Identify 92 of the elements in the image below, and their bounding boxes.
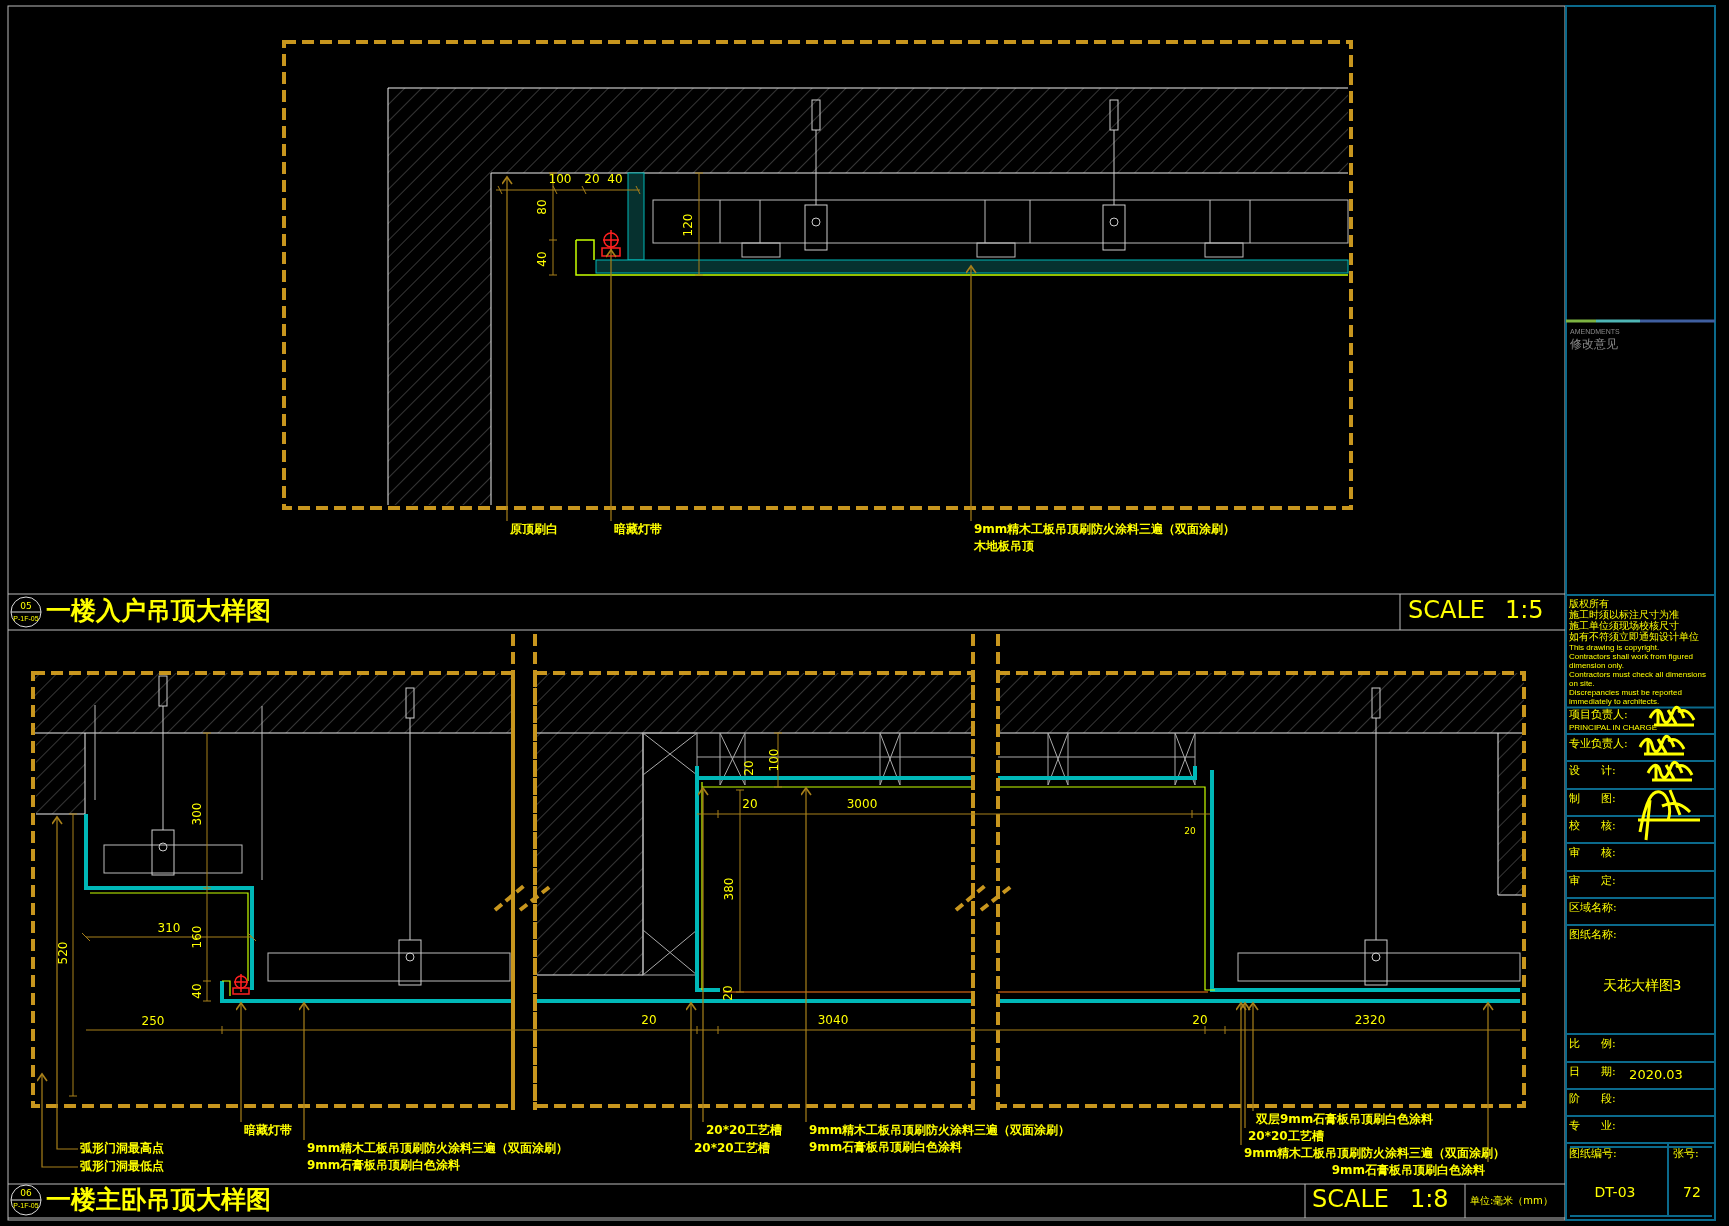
callout-text: 9mm精木工板吊顶刷防火涂料三遍（双面涂刷）: [1244, 1145, 1506, 1162]
drawing-title: 一楼入户吊顶大样图: [46, 597, 271, 626]
callout-text: 20*20工艺槽: [1248, 1128, 1324, 1145]
leader-line: [36, 1073, 79, 1168]
callout-text: 原顶刷白: [510, 521, 558, 538]
dimension-text: 20: [584, 173, 600, 187]
note-text: 版权所有: [1569, 598, 1609, 609]
scale-text: SCALE: [1408, 597, 1485, 625]
leader-line: [697, 787, 709, 1123]
dimension-text: 20: [1192, 1014, 1208, 1028]
field-label: 专 业:: [1569, 1120, 1616, 1133]
dimension-text: 20: [742, 798, 758, 812]
callout-text: 9mm精木工板吊顶刷防火涂料三遍（双面涂刷）: [307, 1140, 569, 1157]
callout-text: 弧形门洞最高点: [80, 1140, 164, 1157]
field-label: 日 期:: [1569, 1066, 1616, 1079]
leader-line: [501, 176, 513, 522]
section-heading: 修改意见: [1570, 338, 1618, 352]
leader-line: [51, 816, 79, 1150]
field-label: 专业负责人:: [1569, 738, 1628, 751]
dimension-text: 20: [641, 1014, 657, 1028]
dimension-text: 20: [1184, 825, 1196, 837]
dimension-text: 100: [768, 748, 782, 772]
drawing-number: DT-03: [1594, 1183, 1636, 1201]
dimension-text: 2320: [1354, 1014, 1386, 1028]
callout-text: 双层9mm石膏板吊顶刷白色涂料: [1256, 1111, 1434, 1128]
note-text: Discrepancies must be reported immediately to architects.: [1569, 688, 1683, 706]
dimension-text: 40: [191, 983, 205, 999]
scale-value: 1:8: [1410, 1186, 1449, 1214]
leader-line: [1239, 1002, 1251, 1129]
leader-line: [800, 787, 812, 1123]
dimension-text: 160: [191, 925, 205, 949]
note-text: 如有不符须立即通知设计单位: [1569, 631, 1699, 643]
callout-text: 木地板吊顶: [974, 538, 1035, 555]
scale-text: SCALE: [1312, 1186, 1389, 1214]
field-label: 区域名称:: [1569, 902, 1617, 915]
date-value: 2020.03: [1629, 1067, 1683, 1083]
leader-line: [235, 1002, 247, 1123]
dimension-text: 380: [723, 877, 737, 901]
dimension-text: 20: [722, 985, 736, 1001]
dimension-text: 520: [57, 941, 71, 965]
field-label: 阶 段:: [1569, 1093, 1616, 1106]
leader-line: [605, 249, 617, 522]
field-label: 图纸名称:: [1569, 929, 1617, 942]
note-text: 施工单位须现场校核尺寸: [1569, 620, 1679, 632]
sheet-number: 72: [1683, 1183, 1701, 1201]
dimension-text: 3040: [817, 1014, 849, 1028]
scale-value: 1:5: [1505, 597, 1544, 625]
dimension-text: 40: [536, 251, 550, 267]
leader-line: [685, 1002, 697, 1141]
dimension-text: 3000: [846, 798, 878, 812]
dimension-text: 80: [536, 199, 550, 215]
leader-line: [1235, 1002, 1247, 1146]
dimension-text: 100: [548, 173, 572, 187]
callout-text: 9mm精木工板吊顶刷防火涂料三遍（双面涂刷）: [974, 521, 1236, 538]
leader-line: [1247, 1002, 1259, 1112]
drawing-name: 天花大样图3: [1602, 976, 1682, 994]
callout-text: 弧形门洞最低点: [80, 1158, 164, 1175]
field-label: 审 定:: [1569, 875, 1616, 888]
dimension-text: 310: [157, 922, 181, 936]
dimension-text: 40: [607, 173, 623, 187]
field-label: 张号:: [1673, 1148, 1699, 1161]
leader-line: [298, 1002, 310, 1141]
leader-line: [965, 265, 977, 522]
note-text: Contractors must check all dimensions on site.: [1569, 670, 1707, 688]
note-text: This drawing is copyright.: [1569, 643, 1661, 652]
callout-text: 9mm石膏板吊顶刷白色涂料: [307, 1157, 462, 1174]
callout-text: 9mm石膏板吊顶刷白色涂料: [1331, 1162, 1485, 1179]
dimension-text: 300: [191, 802, 205, 826]
unit-note: 单位:毫米（mm）: [1470, 1195, 1553, 1207]
callout-text: 暗藏灯带: [244, 1122, 292, 1139]
detail-number: 06: [20, 1187, 32, 1199]
field-label: 设 计:: [1569, 765, 1616, 778]
drawing-title: 一楼主卧吊顶大样图: [46, 1186, 271, 1215]
note-text: 施工时须以标注尺寸为准: [1569, 609, 1679, 621]
note-text: Contractors shall work from figured dimension only.: [1569, 652, 1695, 670]
callout-text: 9mm石膏板吊顶刷白色涂料: [809, 1139, 964, 1156]
field-caption: PRINCIPAL IN CHARGE: [1569, 723, 1657, 733]
field-label: 制 图:: [1569, 793, 1616, 806]
field-label: 比 例:: [1569, 1038, 1616, 1051]
field-label: 校 核:: [1569, 820, 1616, 833]
dimension-text: 20: [743, 760, 757, 776]
callout-text: 9mm精木工板吊顶刷防火涂料三遍（双面涂刷）: [809, 1122, 1071, 1139]
dimension-text: 250: [141, 1015, 165, 1029]
field-label: 图纸编号:: [1569, 1148, 1617, 1161]
callout-text: 暗藏灯带: [614, 521, 662, 538]
detail-number: 05: [20, 600, 32, 612]
callout-text: 20*20工艺槽: [694, 1140, 770, 1157]
field-label: 审 核:: [1569, 847, 1616, 860]
leader-line: [1482, 1002, 1494, 1163]
callout-text: 20*20工艺槽: [706, 1122, 782, 1139]
dimension-text: 120: [682, 213, 696, 237]
field-label: 项目负责人:: [1569, 709, 1628, 722]
